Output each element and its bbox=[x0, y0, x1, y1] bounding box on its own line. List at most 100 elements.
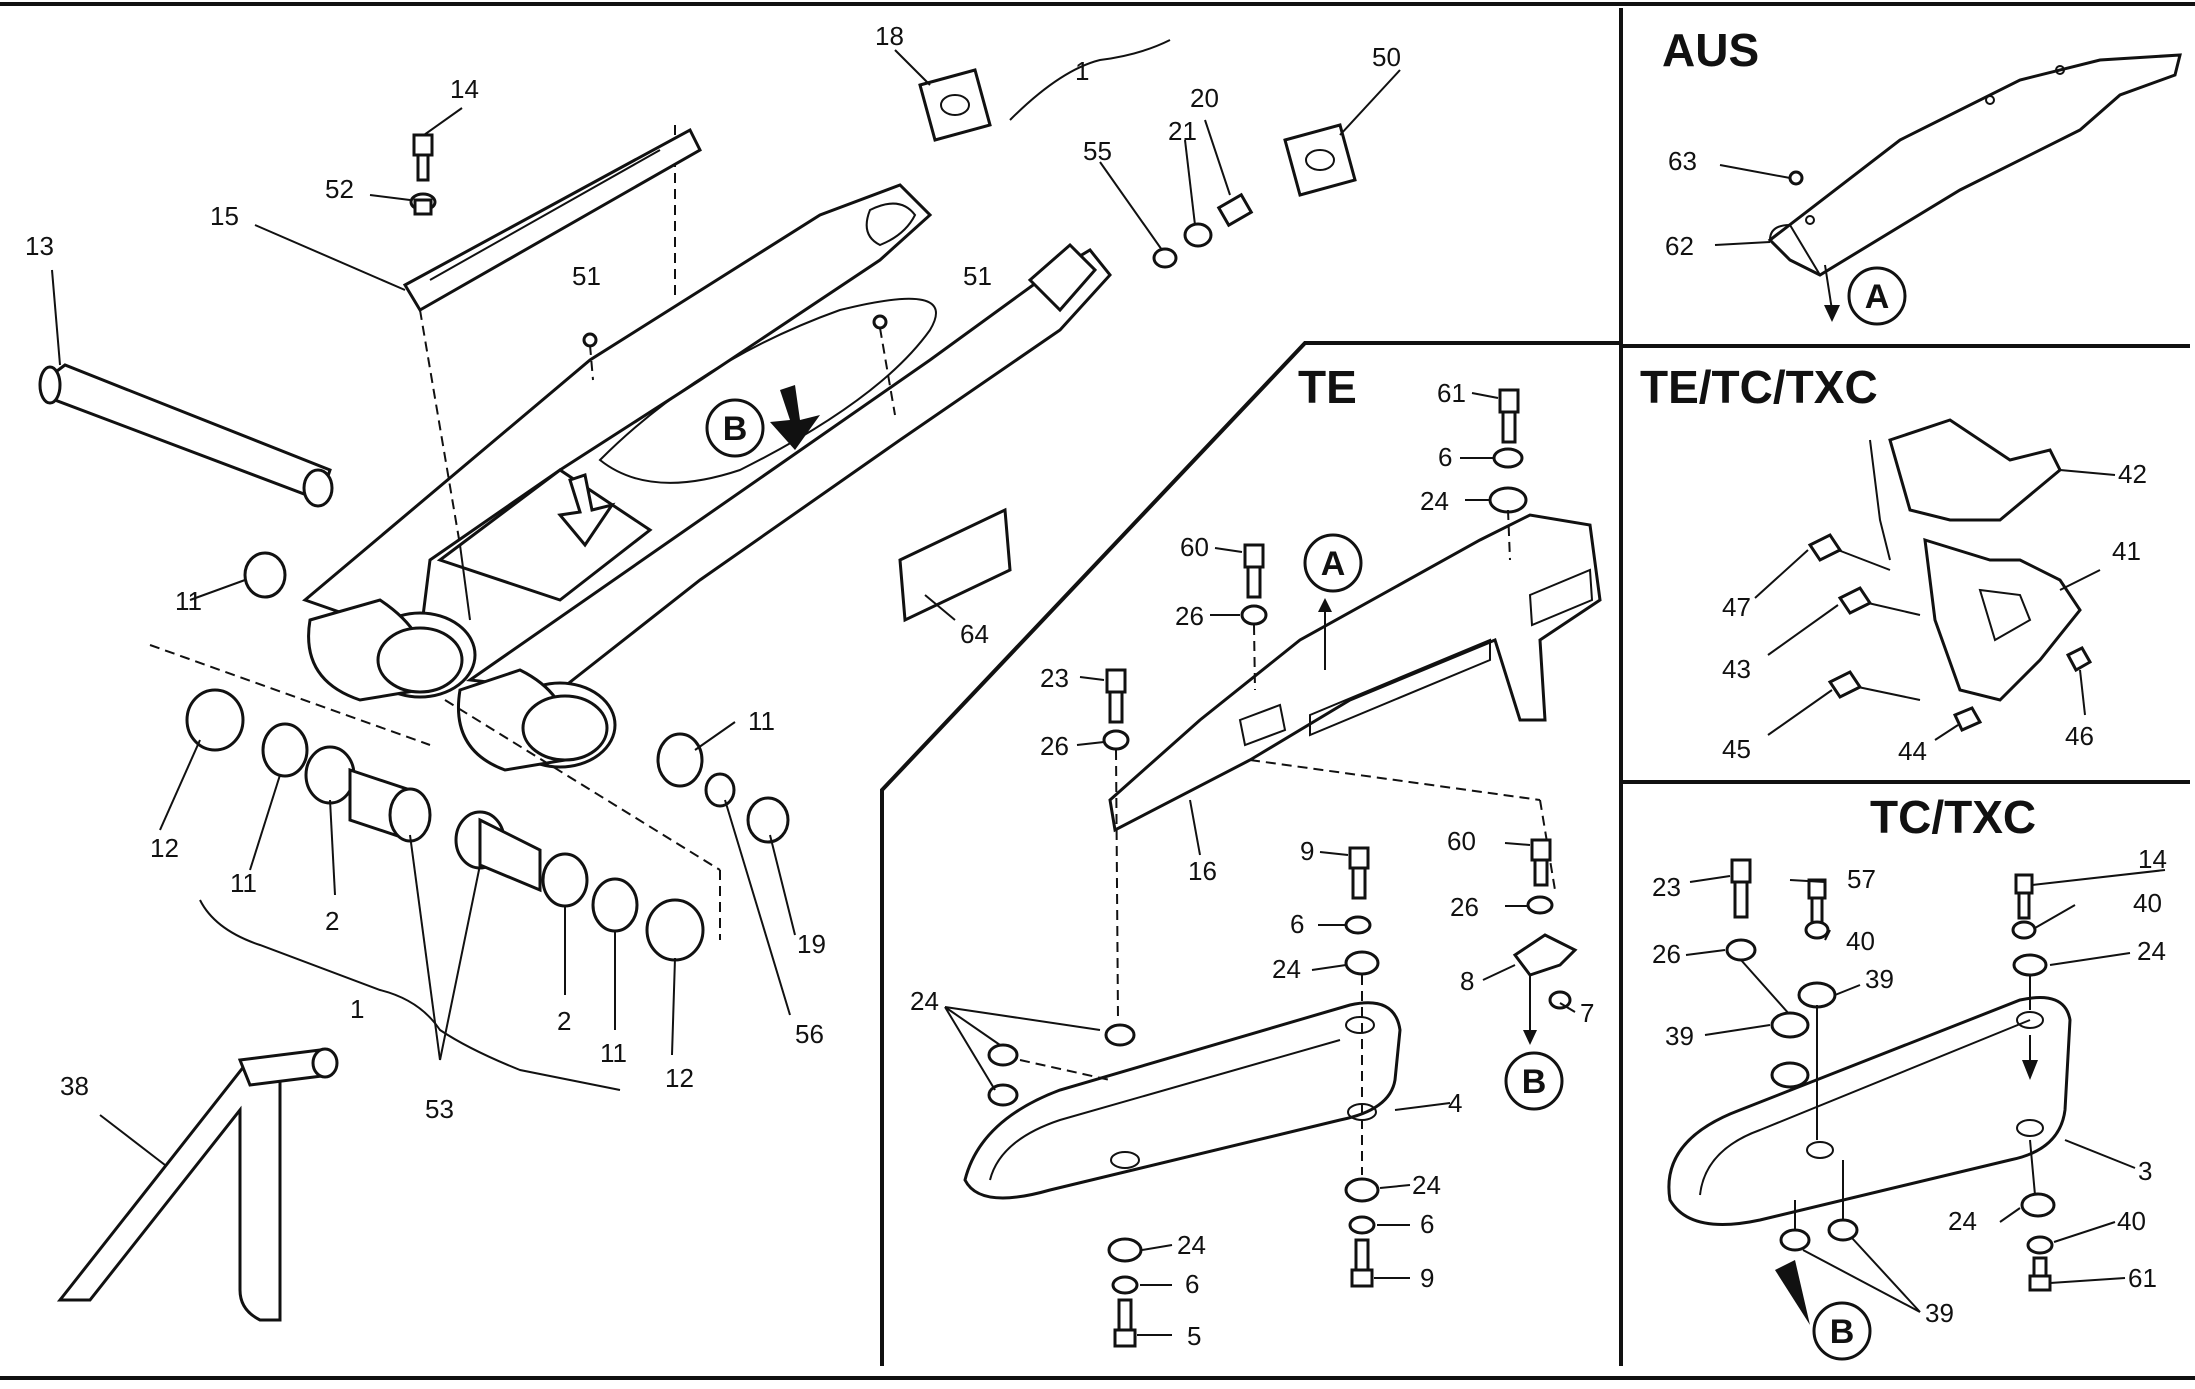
te-callouts: 61 6 24 60 26 23 26 16 9 6 24 60 26 8 7 … bbox=[910, 378, 1594, 1351]
callout: 11 bbox=[600, 1038, 627, 1068]
callout: 53 bbox=[425, 1094, 454, 1124]
callout: 5 bbox=[1187, 1321, 1201, 1351]
callout: 1 bbox=[1075, 56, 1089, 86]
adjuster-bolt-set bbox=[1152, 192, 1254, 269]
callout: 45 bbox=[1722, 734, 1751, 764]
main-callouts: 18 1 50 14 52 15 13 51 51 55 21 20 11 11… bbox=[25, 21, 1401, 1124]
callout: 61 bbox=[2128, 1263, 2157, 1293]
callout: 12 bbox=[665, 1063, 694, 1093]
callout: 19 bbox=[797, 929, 826, 959]
callout: 60 bbox=[1180, 532, 1209, 562]
callout: 23 bbox=[1652, 872, 1681, 902]
callout: 40 bbox=[2133, 888, 2162, 918]
callout: 51 bbox=[963, 261, 992, 291]
callout: 56 bbox=[795, 1019, 824, 1049]
callout: 8 bbox=[1460, 966, 1474, 996]
marker-a-aus-letter: A bbox=[1865, 278, 1890, 316]
callout: 11 bbox=[748, 706, 775, 736]
callout: 26 bbox=[1040, 731, 1069, 761]
callout: 6 bbox=[1290, 909, 1304, 939]
callout: 60 bbox=[1447, 826, 1476, 856]
callout: 64 bbox=[960, 619, 989, 649]
callout: 43 bbox=[1722, 654, 1751, 684]
marker-b-main-letter: B bbox=[723, 410, 748, 448]
callout: 40 bbox=[2117, 1206, 2146, 1236]
aus-panel bbox=[1714, 53, 2182, 322]
callout: 50 bbox=[1372, 42, 1401, 72]
tetctxc-panel bbox=[1754, 418, 2116, 741]
callout: 24 bbox=[1948, 1206, 1977, 1236]
bracket-1-lower bbox=[199, 899, 621, 1091]
callout: 11 bbox=[175, 586, 202, 616]
callout: 24 bbox=[1420, 486, 1449, 516]
callout: 9 bbox=[1420, 1263, 1434, 1293]
callout: 2 bbox=[325, 906, 339, 936]
swingarm-assembly bbox=[302, 125, 1112, 772]
callout: 38 bbox=[60, 1071, 89, 1101]
main-leaders bbox=[51, 49, 1401, 1166]
marker-a-te-letter: A bbox=[1321, 545, 1346, 583]
callout: 39 bbox=[1925, 1298, 1954, 1328]
callout: 18 bbox=[875, 21, 904, 51]
callout: 21 bbox=[1168, 116, 1197, 146]
callout: 42 bbox=[2118, 459, 2147, 489]
callout: 20 bbox=[1190, 83, 1219, 113]
tetctxc-callouts: 42 41 47 43 45 44 46 bbox=[1722, 459, 2147, 766]
callout: 52 bbox=[325, 174, 354, 204]
screws-51 bbox=[582, 314, 896, 416]
callout: 62 bbox=[1665, 231, 1694, 261]
panel-title-te: TE bbox=[1298, 361, 1357, 413]
marker-b-tctxc: B bbox=[1812, 1301, 1872, 1361]
bearing-stack bbox=[149, 551, 790, 962]
bolt-14 bbox=[409, 133, 437, 216]
tctxc-panel bbox=[1667, 858, 2166, 1325]
callout: 6 bbox=[1185, 1269, 1199, 1299]
callout: 47 bbox=[1722, 592, 1751, 622]
callout: 12 bbox=[150, 833, 179, 863]
panel-title-tetctxc: TE/TC/TXC bbox=[1640, 361, 1878, 413]
callout: 41 bbox=[2112, 536, 2141, 566]
callout: 24 bbox=[910, 986, 939, 1016]
callout: 2 bbox=[557, 1006, 571, 1036]
callout: 16 bbox=[1188, 856, 1217, 886]
callout: 61 bbox=[1437, 378, 1466, 408]
callout: 9 bbox=[1300, 836, 1314, 866]
chain-adjuster-blocks bbox=[918, 68, 1357, 197]
marker-a-te: A bbox=[1303, 533, 1363, 593]
bracket-1-upper bbox=[1009, 39, 1171, 121]
callout: 26 bbox=[1450, 892, 1479, 922]
callout: 55 bbox=[1083, 136, 1112, 166]
callout: 39 bbox=[1865, 964, 1894, 994]
callout: 6 bbox=[1420, 1209, 1434, 1239]
callout: 63 bbox=[1668, 146, 1697, 176]
callout: 3 bbox=[2138, 1156, 2152, 1186]
callout: 24 bbox=[2137, 936, 2166, 966]
marker-b-main: B bbox=[705, 398, 765, 458]
marker-b-te: B bbox=[1504, 1051, 1564, 1111]
direction-arrow-b bbox=[557, 385, 820, 548]
marker-b-tctxc-letter: B bbox=[1830, 1313, 1855, 1351]
callout: 11 bbox=[230, 868, 257, 898]
callout: 24 bbox=[1412, 1170, 1441, 1200]
stand-38 bbox=[56, 1047, 339, 1322]
tctxc-callouts: 23 57 14 40 40 26 24 39 39 3 24 40 61 39 bbox=[1652, 844, 2167, 1328]
callout: 13 bbox=[25, 231, 54, 261]
callout: 4 bbox=[1448, 1088, 1462, 1118]
callout: 40 bbox=[1846, 926, 1875, 956]
callout: 23 bbox=[1040, 663, 1069, 693]
callout: 26 bbox=[1652, 939, 1681, 969]
callout: 24 bbox=[1272, 954, 1301, 984]
sticker-64 bbox=[898, 507, 1012, 623]
callout: 7 bbox=[1580, 998, 1594, 1028]
callout: 39 bbox=[1665, 1021, 1694, 1051]
callout: 44 bbox=[1898, 736, 1927, 766]
marker-a-aus: A bbox=[1847, 266, 1907, 326]
panel-title-tctxc: TC/TXC bbox=[1870, 791, 2036, 843]
callout: 14 bbox=[2138, 844, 2167, 874]
te-panel bbox=[944, 388, 1602, 1348]
panel-title-aus: AUS bbox=[1662, 24, 1759, 76]
swingarm-axle bbox=[38, 363, 334, 508]
